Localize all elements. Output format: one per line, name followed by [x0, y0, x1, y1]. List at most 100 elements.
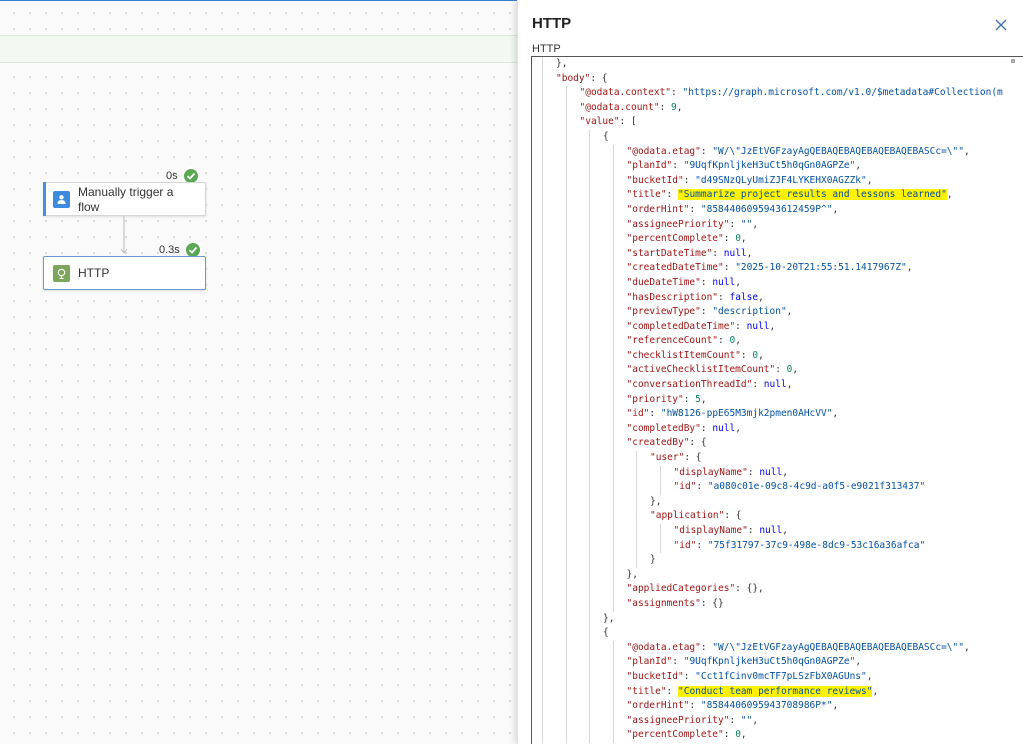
code-token: null: [712, 276, 736, 288]
code-token: :: [683, 670, 696, 682]
code-token: : {: [684, 452, 702, 464]
code-token: ,: [786, 379, 793, 391]
code-token: 0: [735, 233, 741, 245]
code-line: "completedBy": null,: [540, 421, 1020, 437]
code-token: "appliedCategories": [626, 583, 736, 595]
code-token: ,: [855, 160, 862, 172]
code-token: "assigneePriority": [626, 218, 730, 230]
code-token: "": [740, 714, 753, 726]
code-line: "startDateTime": null,: [540, 246, 1020, 262]
code-line: "displayName": null,: [540, 465, 1020, 481]
code-token: "@odata.count": [579, 101, 660, 113]
code-line: "title": "Summarize project results and …: [540, 188, 1020, 203]
code-token: : {},: [735, 583, 764, 595]
code-token: "displayName": [673, 525, 748, 536]
code-token: "8584406095943708986P*": [700, 700, 833, 712]
code-line: "priority": 5,: [540, 392, 1020, 408]
code-token: },: [626, 568, 638, 580]
code-token: :: [723, 233, 736, 245]
code-token: "Cct1fCinv0mcTF7pLSzFbX0AGUns": [695, 670, 867, 682]
code-token: ,: [752, 218, 759, 230]
code-token: :: [735, 320, 747, 332]
code-token: ,: [866, 670, 873, 682]
code-token: :: [747, 525, 760, 536]
code-token: "percentComplete": [626, 233, 724, 245]
code-token: :: [666, 685, 678, 697]
code-line: "assigneePriority": "",: [540, 217, 1020, 233]
code-token: :: [718, 335, 730, 347]
code-lines: },"body": {"@odata.context": "https://gr…: [540, 57, 1020, 743]
code-token: "d49SNzQLyUmiZJF4LYKEHX0AGZZk": [695, 174, 867, 186]
code-token: "id": [673, 481, 697, 493]
http-action-node[interactable]: HTTP: [43, 256, 206, 290]
code-token: null: [759, 525, 783, 536]
code-token: :: [700, 641, 713, 653]
highlighted-title-value: "Summarize project results and lessons l…: [678, 189, 947, 201]
code-line: "bucketId": "d49SNzQLyUmiZJF4LYKEHX0AGZZ…: [540, 173, 1020, 189]
flow-canvas[interactable]: 0s Manually trigger a flow 0.3s HTTP: [0, 0, 517, 744]
code-token: ,: [769, 320, 776, 332]
output-code-viewer[interactable]: },"body": {"@odata.context": "https://gr…: [531, 56, 1023, 744]
code-token: :: [700, 145, 713, 157]
code-line: "completedDateTime": null,: [540, 319, 1020, 335]
code-token: ,: [963, 641, 970, 653]
panel-subtitle: HTTP: [532, 43, 561, 55]
canvas-info-bar: [0, 35, 517, 63]
code-token: null: [723, 247, 747, 259]
code-token: "assigneePriority": [626, 714, 730, 726]
code-token: :: [718, 291, 730, 303]
code-token: null: [746, 320, 770, 332]
code-token: 0: [729, 335, 736, 347]
code-token: "title": [626, 189, 667, 201]
code-token: },: [650, 495, 662, 507]
code-line: },: [540, 57, 1020, 72]
code-token: ,: [792, 364, 799, 376]
code-token: "a080c01e-09c8-4c9d-a0f5-e9021f313437": [707, 481, 926, 493]
code-token: {: [603, 130, 609, 142]
code-token: : [: [619, 116, 637, 128]
code-line: "@odata.context": "https://graph.microso…: [540, 86, 1020, 101]
code-token: : {: [689, 437, 707, 449]
code-token: ,: [786, 306, 793, 318]
code-token: },: [556, 58, 568, 69]
code-token: ,: [746, 247, 753, 259]
code-line: "value": [: [540, 115, 1020, 130]
code-token: :: [752, 379, 764, 391]
code-token: ,: [866, 174, 873, 186]
code-line: "id": "a080c01e-09c8-4c9d-a0f5-e9021f313…: [540, 480, 1020, 495]
code-line: "planId": "9UqfKpnljkeH3uCt5h0qGn0AGPZe"…: [540, 159, 1020, 174]
code-token: : {}: [700, 597, 724, 609]
code-line: "planId": "9UqfKpnljkeH3uCt5h0qGn0AGPZe"…: [540, 655, 1020, 670]
code-token: "priority": [626, 393, 684, 405]
code-token: ,: [735, 335, 741, 347]
close-icon[interactable]: [992, 16, 1010, 34]
code-line: "user": {: [540, 451, 1020, 466]
code-token: ,: [946, 189, 953, 201]
code-line: "bucketId": "Cct1fCinv0mcTF7pLSzFbX0AGUn…: [540, 669, 1020, 685]
code-token: :: [700, 306, 713, 318]
code-line: "@odata.count": 9,: [540, 100, 1020, 116]
code-line: "application": {: [540, 509, 1020, 524]
code-token: ,: [782, 525, 788, 536]
code-token: "assignments": [626, 597, 701, 609]
code-token: "activeChecklistItemCount": [626, 364, 776, 376]
manual-trigger-node[interactable]: Manually trigger a flow: [43, 182, 206, 216]
code-token: "75f31797-37c9-498e-8dc9-53c16a36afca": [707, 539, 926, 551]
http-duration: 0.3s: [159, 244, 180, 256]
code-token: {: [603, 627, 609, 639]
code-token: "bucketId": [626, 174, 684, 186]
code-line: "checklistItemCount": 0,: [540, 348, 1020, 364]
details-panel: HTTP HTTP },"body": {"@odata.context": "…: [517, 0, 1023, 744]
code-token: "W/\"JzEtVGFzayAgQEBAQEBAQEBAQEBAQEBASCc…: [712, 145, 964, 157]
code-token: :: [712, 247, 724, 259]
code-line: }: [540, 553, 1020, 568]
code-token: "createdDateTime": [626, 262, 724, 274]
code-line: "dueDateTime": null,: [540, 275, 1020, 291]
code-line: {: [540, 129, 1020, 145]
code-token: "referenceCount": [626, 335, 719, 347]
scrollbar-thumb[interactable]: [1011, 59, 1015, 63]
code-token: "bucketId": [626, 670, 684, 682]
code-token: ,: [782, 466, 788, 478]
code-line: "id": "75f31797-37c9-498e-8dc9-53c16a36a…: [540, 538, 1020, 554]
code-token: ,: [700, 393, 707, 405]
